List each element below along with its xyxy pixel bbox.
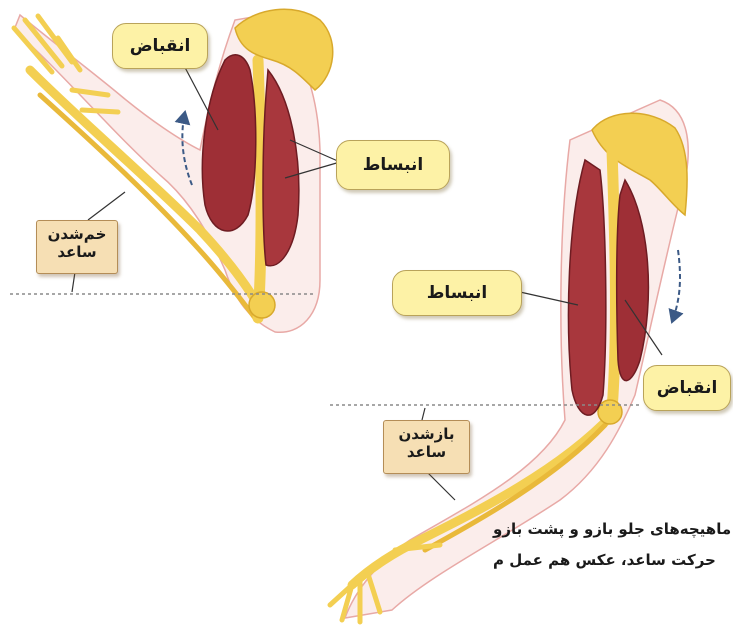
extended-movement-label-line1: بازشدن [384, 425, 469, 443]
flexed-movement-label-line2: ساعد [37, 243, 117, 261]
flexed-humerus-bone [258, 60, 261, 318]
flexed-movement-label: خم‌شدن ساعد [36, 220, 118, 274]
extended-elbow-joint [598, 400, 622, 424]
extended-contraction-label: انقباض [643, 365, 731, 411]
flexed-biceps-muscle [202, 55, 255, 231]
flexed-relaxation-label: انبساط [336, 140, 450, 190]
caption-line-1: ماهیچه‌های جلو بازو و پشت بازو [493, 520, 731, 538]
extended-movement-label: بازشدن ساعد [383, 420, 470, 474]
caption-line-2: حرکت ساعد، عکس هم عمل م [493, 551, 716, 569]
extended-motion-arrow [672, 250, 680, 322]
extended-movement-label-line2: ساعد [384, 443, 469, 461]
flexed-contraction-label: انقباض [112, 23, 208, 69]
extended-humerus-bone [612, 150, 615, 410]
extended-relaxation-label: انبساط [392, 270, 522, 316]
flexed-movement-label-line1: خم‌شدن [37, 225, 117, 243]
flexed-elbow-joint [249, 292, 275, 318]
